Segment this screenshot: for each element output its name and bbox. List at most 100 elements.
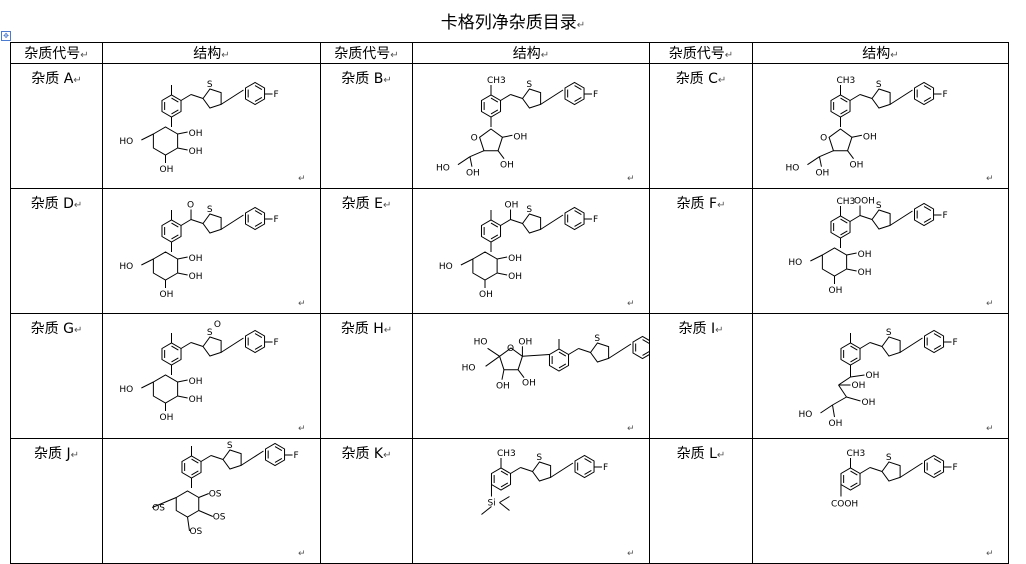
aromatic-bond [254,345,263,350]
hydroxyl-bond [177,395,188,399]
fluorophenyl-ring [245,81,266,106]
hydroxyl-label: OH [508,272,522,282]
side-chain-bond [819,150,834,158]
aromatic-bond [642,351,649,356]
impurity-code: 杂质 I [678,321,716,337]
paragraph-mark: ↵ [986,174,994,184]
impurity-code-cell: 杂质 D↵ [10,188,103,314]
hydroxyl-label: OH [863,132,877,142]
hydroxyl-label: OH [852,381,866,391]
header-structure-3: 结构↵ [752,42,1009,64]
hydroxyl-label: OH [513,132,527,142]
linker-bond [859,215,873,220]
pyranose-ring [821,247,848,277]
linker-bond [180,94,192,101]
mesylate-sulfur-label: S [220,513,226,523]
sulfone-oxygen-label: O [214,320,221,330]
impurity-code: 杂质 C [675,71,718,87]
methyl-bond [499,502,510,511]
paragraph-mark: ↵ [986,424,994,434]
linker-bond [849,94,861,101]
fluorophenyl-ring [564,81,585,106]
sulfur-label: S [227,441,233,451]
hydroxyl-label: OH [466,169,480,179]
linker-bond [510,94,523,99]
linker-bond [859,467,871,474]
impurity-code-cell: 杂质 I↵ [649,313,753,439]
aromatic-bond [923,218,932,223]
hydroxymethyl-label: HO [119,137,133,147]
hydroxyl-label: OH [858,268,872,278]
hydroxyl-bond [846,396,861,402]
table-move-handle-icon[interactable]: ✥ [1,31,11,41]
impurity-code-cell: 杂质 B↵ [320,63,413,189]
linker-bond [510,219,523,224]
paragraph-mark: ↵ [298,424,306,434]
carbonyl-oxygen-label: O [187,201,194,211]
linker-bond [578,348,591,353]
fluorophenyl-ring [632,335,649,360]
fluorophenyl-ring [914,81,935,106]
linker-bond [500,94,511,101]
hydroxyl-label: OH [160,165,174,175]
toluene-ring [840,467,861,491]
aromatic-bond [850,345,858,351]
hydroxyl-label: OH [189,377,203,387]
side-chain-bond [469,150,485,158]
sulfur-label: S [876,80,882,90]
thiophene-ring [202,213,222,234]
sulfur-label: S [526,205,532,215]
aromatic-bond [558,363,567,369]
biaryl-bond [540,214,564,230]
aromatic-bond [254,85,263,90]
thiophene-ring [531,461,552,482]
ring-oxygen-label: O [471,133,478,143]
biaryl-bond [899,462,923,478]
aromatic-bond [490,234,499,240]
pyranose-ring [152,251,179,281]
mesylate-sulfur-label: S [197,527,203,537]
impurity-code-cell: 杂质 K↵ [320,438,413,564]
side-chain-bond [487,347,500,357]
impurity-structure-cell: FSOHOOHOHHOHO↵ [412,313,650,439]
paragraph-mark: ↵ [986,299,994,309]
hydroxymethyl-label: HO [119,262,133,272]
aromatic-bond [933,470,942,475]
hydroxyl-bond [832,404,835,418]
hydroxyl-label: OH [508,254,522,264]
furanose-ring [498,347,524,371]
linker-bond [849,215,861,222]
impurity-code-cell: 杂质 E↵ [320,188,413,314]
aromatic-bond [923,206,932,211]
molecule: FSOHOOHOHHOHO [462,334,649,392]
hydroxyl-bond [846,252,857,256]
fluorophenyl-ring [914,202,935,227]
table-header-row: 杂质代号↵ 结构↵ 杂质代号↵ 结构↵ 杂质代号↵ 结构↵ [10,42,1009,64]
mesylate-oxygen-label: O [190,527,197,537]
hydroxyl-label: HO [474,337,488,347]
hydroxyl-bond [847,150,854,160]
paragraph-mark: ↵ [298,174,306,184]
hydroxyl-label: OH [815,169,829,179]
thiophene-ring [521,88,542,109]
linker-bond [190,219,204,224]
hydroxyl-bond [177,256,188,260]
biaryl-bond [889,89,913,105]
sulfur-label: S [526,80,532,90]
hydroxymethyl-label: HO [462,363,476,373]
